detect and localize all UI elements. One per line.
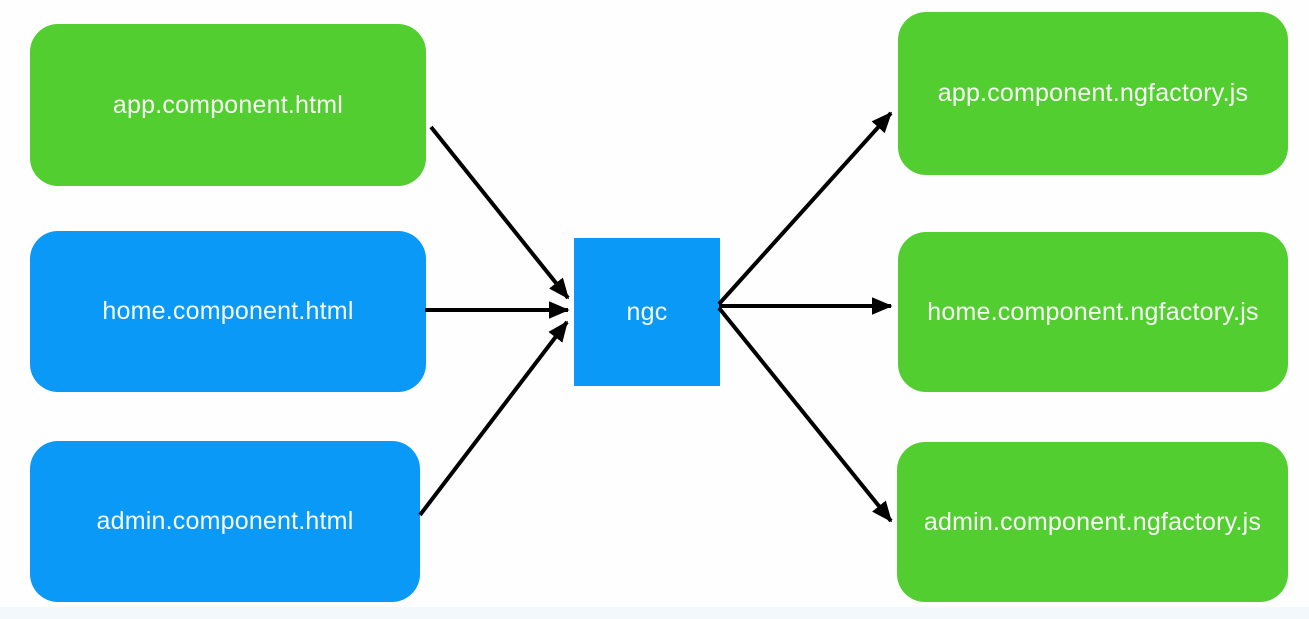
node-ngc-compiler: ngc <box>574 238 720 386</box>
node-label: home.component.ngfactory.js <box>927 297 1259 326</box>
arrow-app-html-to-ngc <box>429 125 570 300</box>
node-app-component-html: app.component.html <box>30 24 426 186</box>
arrow-ngc-to-admin-ngfactory <box>717 306 893 523</box>
node-admin-component-html: admin.component.html <box>30 441 420 602</box>
node-app-component-ngfactory-js: app.component.ngfactory.js <box>898 12 1288 175</box>
node-label: admin.component.ngfactory.js <box>923 507 1262 536</box>
node-admin-component-ngfactory-js: admin.component.ngfactory.js <box>897 442 1288 602</box>
arrow-admin-html-to-ngc <box>418 320 569 517</box>
node-label: app.component.html <box>112 90 344 119</box>
node-label: ngc <box>626 297 668 326</box>
node-home-component-html: home.component.html <box>30 231 426 392</box>
node-label: home.component.html <box>102 297 354 325</box>
node-label: app.component.ngfactory.js <box>937 79 1249 107</box>
arrow-ngc-to-app-ngfactory <box>717 111 893 306</box>
node-home-component-ngfactory-js: home.component.ngfactory.js <box>898 232 1288 392</box>
node-label: admin.component.html <box>96 507 354 535</box>
bottom-edge-strip <box>0 607 1309 619</box>
